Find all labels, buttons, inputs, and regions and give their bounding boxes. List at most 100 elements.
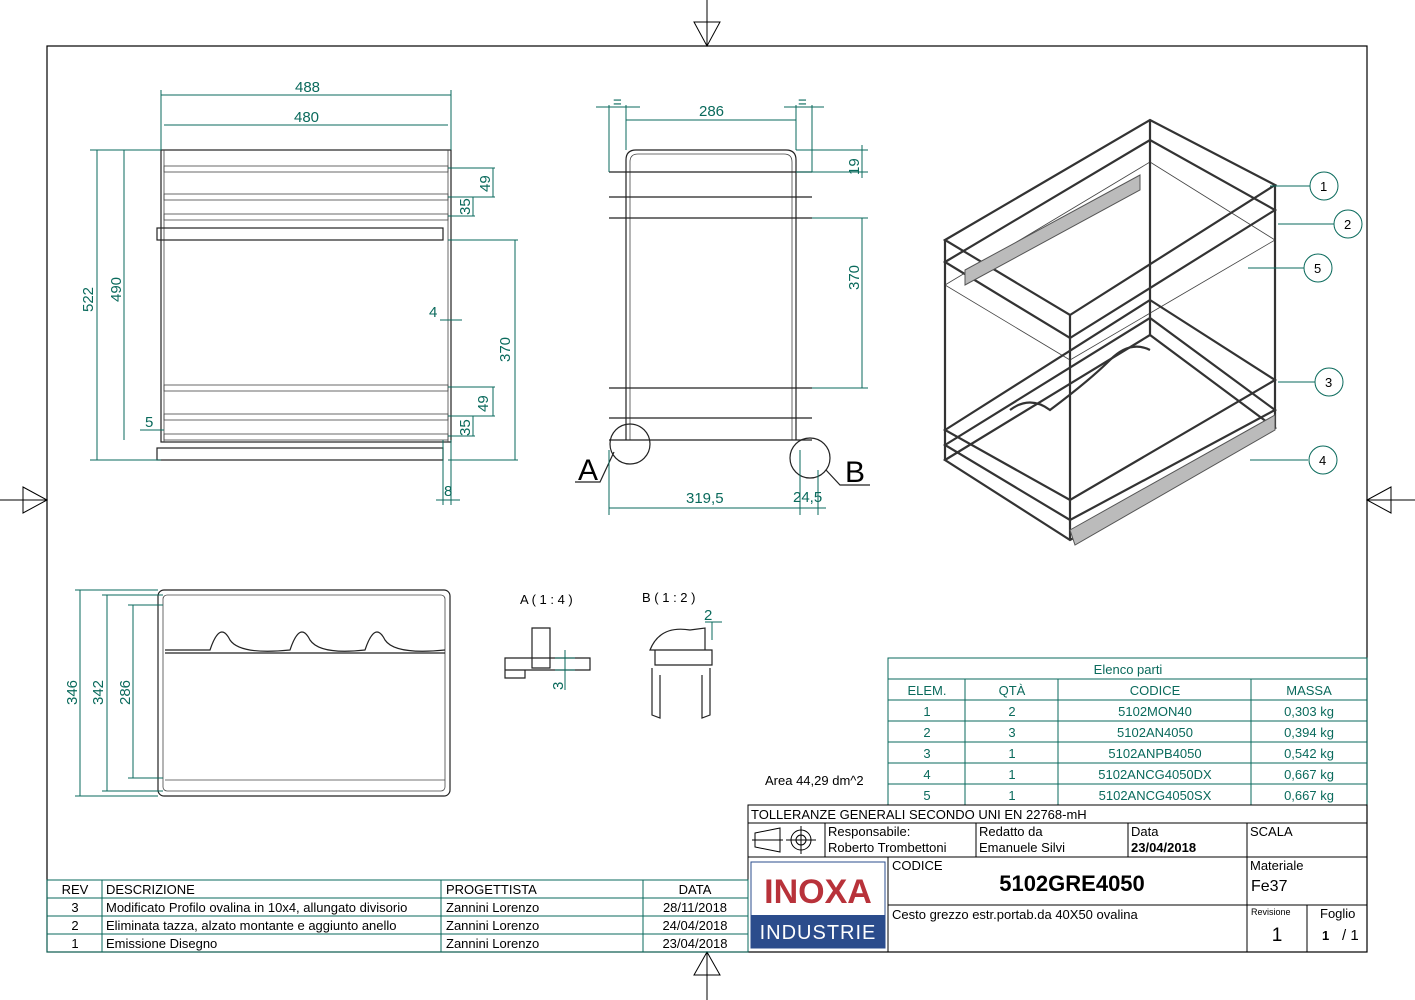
part-elem: 5 bbox=[923, 788, 930, 803]
dim-3: 3 bbox=[550, 682, 567, 690]
part-qty: 1 bbox=[1008, 767, 1015, 782]
codice-value: 5102GRE4050 bbox=[999, 871, 1145, 896]
codice-label: CODICE bbox=[892, 858, 943, 873]
part-code: 5102AN4050 bbox=[1117, 725, 1193, 740]
detail-b-view bbox=[649, 621, 722, 719]
balloon-5: 5 bbox=[1314, 261, 1321, 276]
dim-35-top: 35 bbox=[457, 198, 474, 215]
rev-date: 23/04/2018 bbox=[662, 936, 727, 951]
part-mass: 0,667 kg bbox=[1284, 788, 1334, 803]
revision-header: DATA bbox=[679, 882, 712, 897]
rev-description: Eliminata tazza, alzato montante e aggiu… bbox=[106, 918, 397, 933]
revisione-value: 1 bbox=[1272, 925, 1283, 946]
top-view bbox=[157, 589, 451, 797]
redatto-value: Emanuele Silvi bbox=[979, 840, 1065, 855]
detail-a-title: A ( 1 : 4 ) bbox=[520, 592, 573, 607]
rev-description: Emissione Disegno bbox=[106, 936, 217, 951]
dim-8: 8 bbox=[444, 483, 452, 500]
dim-24-5: 24,5 bbox=[793, 489, 822, 506]
logo-industrie: INDUSTRIE bbox=[760, 922, 877, 944]
detail-a-view bbox=[504, 627, 591, 690]
revision-header: REV bbox=[62, 882, 89, 897]
dim-522: 522 bbox=[80, 287, 97, 312]
dim-488: 488 bbox=[295, 79, 320, 96]
part-mass: 0,394 kg bbox=[1284, 725, 1334, 740]
responsabile-value: Roberto Trombettoni bbox=[828, 840, 947, 855]
rev-description: Modificato Profilo ovalina in 10x4, allu… bbox=[106, 900, 407, 915]
part-qty: 1 bbox=[1008, 788, 1015, 803]
rev-designer: Zannini Lorenzo bbox=[446, 936, 539, 951]
description-value: Cesto grezzo estr.portab.da 40X50 ovalin… bbox=[892, 907, 1138, 922]
balloon-4: 4 bbox=[1319, 453, 1326, 468]
isometric-view bbox=[942, 118, 1278, 546]
part-elem: 1 bbox=[923, 704, 930, 719]
dim-2: 2 bbox=[704, 607, 712, 624]
dim-5: 5 bbox=[145, 414, 153, 431]
balloon-1: 1 bbox=[1320, 179, 1327, 194]
dim-319-5: 319,5 bbox=[686, 490, 724, 507]
rev-number: 3 bbox=[71, 900, 78, 915]
dim-49-top: 49 bbox=[477, 175, 494, 192]
balloon-2: 2 bbox=[1344, 217, 1351, 232]
side-view-dimensions bbox=[596, 105, 868, 515]
part-mass: 0,303 kg bbox=[1284, 704, 1334, 719]
area-label: Area 44,29 dm^2 bbox=[765, 773, 864, 788]
rev-number: 2 bbox=[71, 918, 78, 933]
front-view-dimensions bbox=[90, 90, 518, 505]
detail-a-marker: A bbox=[578, 454, 598, 487]
revision-header: DESCRIZIONE bbox=[106, 882, 195, 897]
materiale-value: Fe37 bbox=[1251, 878, 1288, 895]
rev-number: 1 bbox=[71, 936, 78, 951]
header-qty: QTÀ bbox=[999, 683, 1026, 698]
dim-286-top: 286 bbox=[117, 680, 134, 705]
part-elem: 4 bbox=[923, 767, 930, 782]
balloon-3: 3 bbox=[1325, 375, 1332, 390]
company-logo: INOXA INDUSTRIE bbox=[750, 861, 886, 949]
responsabile-label: Responsabile: bbox=[828, 824, 910, 839]
part-code: 5102ANPB4050 bbox=[1108, 746, 1201, 761]
dim-49-bottom: 49 bbox=[475, 395, 492, 412]
dim-342: 342 bbox=[90, 680, 107, 705]
part-mass: 0,542 kg bbox=[1284, 746, 1334, 761]
logo-inoxa: INOXA bbox=[764, 873, 872, 911]
detail-b-marker: B bbox=[845, 456, 865, 489]
title-block bbox=[747, 804, 1368, 953]
dim-490: 490 bbox=[108, 277, 125, 302]
rev-date: 24/04/2018 bbox=[662, 918, 727, 933]
dim-480: 480 bbox=[294, 109, 319, 126]
part-balloons bbox=[1248, 171, 1363, 475]
foglio-value: 1 bbox=[1322, 928, 1329, 943]
parts-list-title: Elenco parti bbox=[1094, 662, 1163, 677]
front-view bbox=[156, 149, 452, 461]
foglio-total: / 1 bbox=[1342, 927, 1359, 944]
dim-286-side: 286 bbox=[699, 103, 724, 120]
materiale-label: Materiale bbox=[1250, 858, 1303, 873]
tolerances-text: TOLLERANZE GENERALI SECONDO UNI EN 22768… bbox=[751, 807, 1087, 822]
dim-346: 346 bbox=[64, 680, 81, 705]
revision-table bbox=[46, 879, 749, 953]
rev-date: 28/11/2018 bbox=[663, 900, 727, 915]
part-code: 5102ANCG4050DX bbox=[1098, 767, 1212, 782]
redatto-label: Redatto da bbox=[979, 824, 1043, 839]
scala-label: SCALA bbox=[1250, 824, 1293, 839]
dim-370-front: 370 bbox=[497, 337, 514, 362]
dim-19: 19 bbox=[846, 158, 863, 175]
dim-equal-left: = bbox=[613, 94, 622, 111]
data-value: 23/04/2018 bbox=[1131, 840, 1196, 855]
data-label: Data bbox=[1131, 824, 1159, 839]
dim-370-side: 370 bbox=[846, 265, 863, 290]
part-elem: 3 bbox=[923, 746, 930, 761]
dim-35-bottom: 35 bbox=[457, 419, 474, 436]
side-view bbox=[575, 149, 870, 486]
dim-equal-right: = bbox=[798, 94, 807, 111]
rev-designer: Zannini Lorenzo bbox=[446, 918, 539, 933]
header-codice: CODICE bbox=[1130, 683, 1181, 698]
detail-b-title: B ( 1 : 2 ) bbox=[642, 590, 695, 605]
part-qty: 3 bbox=[1008, 725, 1015, 740]
parts-list-header: ELEM. QTÀ CODICE MASSA bbox=[907, 683, 1332, 698]
part-qty: 2 bbox=[1008, 704, 1015, 719]
dim-4: 4 bbox=[429, 304, 437, 321]
